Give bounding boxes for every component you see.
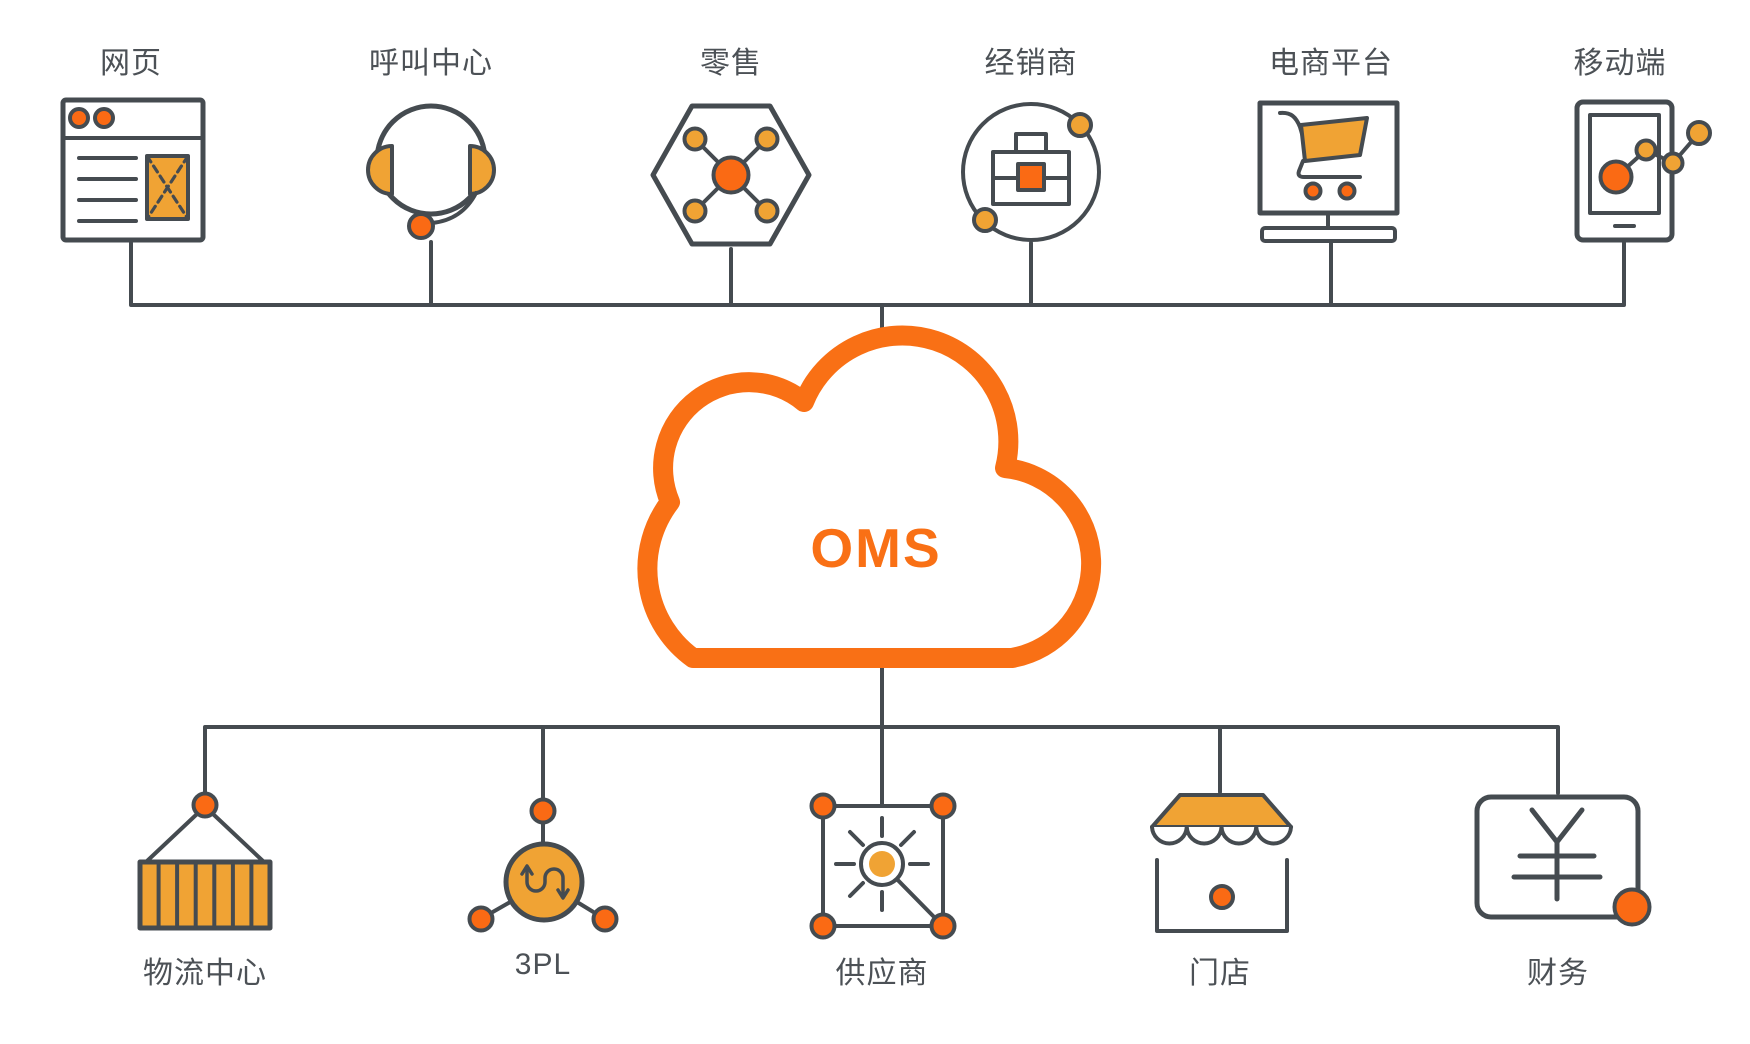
container-crane-icon (137, 791, 273, 931)
headset-ear-right (468, 144, 496, 196)
awning-top (1150, 793, 1293, 829)
awning-scallops (1150, 825, 1293, 846)
label-store: 门店 (1189, 957, 1251, 990)
storefront-icon (1150, 793, 1293, 933)
store-dot (1209, 884, 1235, 910)
cargo-container (137, 859, 273, 931)
cart-basket (1299, 116, 1369, 163)
orbit-dot (972, 207, 998, 233)
label-retail: 零售 (700, 47, 762, 80)
bottom-stub-lines (541, 725, 1222, 806)
headset-ear-left (366, 144, 394, 196)
cart-frame (1296, 159, 1362, 179)
label-distributor: 经销商 (984, 47, 1078, 80)
chart-node (1686, 120, 1712, 146)
headset-mic-dot (407, 212, 435, 240)
crane-hook-node (191, 791, 219, 819)
mobile-chart-icon (1574, 99, 1712, 243)
browser-dot (93, 107, 115, 129)
swap-arrowheads (520, 864, 570, 900)
finance-currency-icon (1474, 794, 1652, 927)
crane-cables (144, 812, 266, 864)
swap-node (467, 905, 495, 933)
frame-corner-node (929, 912, 957, 940)
network-node (682, 126, 708, 152)
label-call-center: 呼叫中心 (369, 47, 493, 80)
label-logistics: 物流中心 (143, 957, 267, 990)
cart-wheel (1337, 181, 1357, 201)
headset-mic-boom (430, 191, 478, 225)
browser-icon (60, 97, 206, 243)
finance-dot (1612, 887, 1652, 927)
network-node (754, 198, 780, 224)
chart-polyline (1614, 131, 1701, 179)
briefcase-orbit-icon (961, 102, 1101, 242)
label-web: 网页 (100, 47, 162, 80)
swap-node (529, 797, 557, 825)
swap-s-curve (525, 866, 565, 898)
label-ecommerce: 电商平台 (1269, 47, 1393, 80)
orbit-dot (1067, 112, 1093, 138)
frame-corner-node (809, 792, 837, 820)
supplier-grid-icon (809, 792, 957, 940)
frame-corner-node (809, 912, 837, 940)
sun-rays (834, 816, 930, 912)
top-bus-line (129, 241, 1626, 307)
swap-network-icon (467, 797, 619, 933)
monitor-base (1260, 226, 1397, 243)
label-3pl: 3PL (514, 948, 572, 981)
frame-corner-node (929, 792, 957, 820)
network-center-node (711, 155, 751, 195)
hexagon-network-icon (650, 103, 812, 247)
headset-icon (366, 103, 496, 240)
orbit-circle (961, 102, 1101, 242)
browser-ad-cross (145, 154, 190, 221)
chart-node (1634, 138, 1658, 162)
store-body (1155, 858, 1289, 933)
yen-symbol (1511, 807, 1603, 902)
label-supplier: 供应商 (835, 957, 929, 990)
connector-lines (129, 240, 1626, 806)
label-finance: 财务 (1527, 957, 1589, 990)
sun-core (869, 851, 895, 877)
network-node (754, 126, 780, 152)
cloud-icon (637, 325, 1102, 668)
network-node (682, 198, 708, 224)
network-spokes (695, 139, 767, 211)
cart-wheel (1303, 181, 1323, 201)
label-mobile: 移动端 (1573, 47, 1667, 80)
browser-text-lines (77, 156, 138, 223)
chart-node (1661, 151, 1685, 175)
container-ribs (156, 860, 254, 930)
swap-node (591, 905, 619, 933)
monitor-cart-icon (1257, 100, 1400, 243)
briefcase-clasp (1016, 162, 1046, 192)
chart-node-large (1598, 159, 1634, 195)
cloud-title: OMS (810, 517, 942, 579)
briefcase-handle (1014, 132, 1048, 154)
top-stub-lines (429, 240, 1333, 307)
browser-dot (68, 107, 90, 129)
cloud-outline (637, 325, 1102, 668)
